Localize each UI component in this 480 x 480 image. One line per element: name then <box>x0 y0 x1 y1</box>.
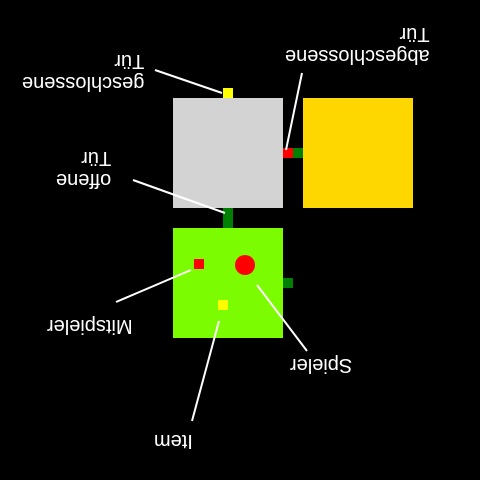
open-door-pointer <box>132 179 226 214</box>
open-door-east <box>283 278 293 288</box>
player-pointer <box>256 284 308 352</box>
locked-door-label-line1: Tür <box>399 23 430 45</box>
open-door-label-line1: Tür <box>81 147 112 169</box>
closed-door-label-line1: Tür <box>114 50 145 72</box>
locked-door <box>283 148 293 158</box>
closed-door-label: geschlossene Tür <box>22 50 144 94</box>
player-marker <box>235 255 255 275</box>
open-door-label-line2: offene <box>56 169 112 191</box>
door-segment <box>293 148 303 158</box>
item-pointer <box>191 320 220 422</box>
locked-door-label-line2: abgeschlossene <box>285 45 430 67</box>
locked-door-label: abgeschlossene Tür <box>285 23 430 67</box>
item-marker <box>218 300 228 310</box>
room-gray <box>173 98 283 208</box>
room-green <box>173 228 283 338</box>
locked-door-pointer <box>285 72 303 151</box>
room-gold <box>303 98 413 208</box>
teammate-pointer <box>115 269 192 303</box>
player-label: Spieler <box>290 354 353 376</box>
closed-door-label-line2: geschlossene <box>22 72 145 94</box>
item-label: Item <box>154 430 193 452</box>
closed-door-pointer <box>154 69 223 94</box>
open-door <box>223 208 233 228</box>
teammate-label: Mitspieler <box>47 315 133 337</box>
closed-door <box>223 88 233 98</box>
open-door-label: offene Tür <box>56 147 111 191</box>
teammate-marker <box>194 259 204 269</box>
